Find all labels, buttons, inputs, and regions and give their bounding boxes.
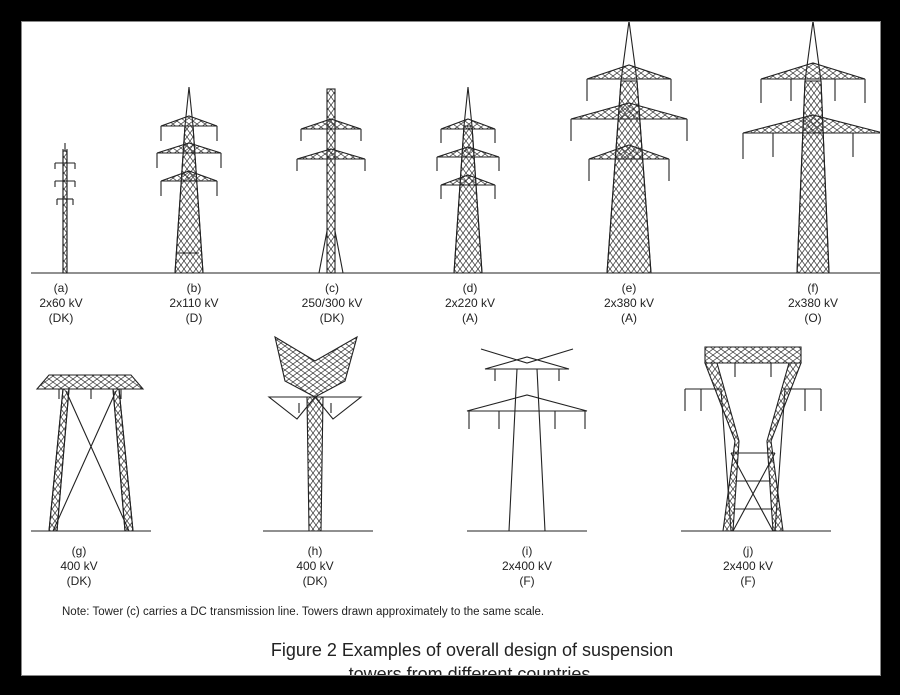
caption-letter: (a) [53, 281, 69, 295]
caption-voltage: 2x220 kV [444, 296, 496, 310]
caption-letter: (e) [621, 281, 637, 295]
caption-country: (F) [740, 574, 756, 588]
tower-j [684, 346, 822, 532]
tower-d [436, 86, 500, 274]
towers-drawing [31, 22, 880, 532]
caption-voltage: 400 kV [60, 559, 98, 573]
caption-c: (c) 250/300 kV (DK) [272, 281, 392, 326]
caption-j: (j) 2x400 kV (F) [688, 544, 808, 589]
caption-letter: (c) [325, 281, 339, 295]
figure-title-line2: towers from different countries. [348, 664, 596, 676]
caption-voltage: 2x400 kV [501, 559, 553, 573]
caption-country: (DK) [66, 574, 92, 588]
caption-voltage: 2x400 kV [722, 559, 774, 573]
tower-a [54, 143, 76, 274]
caption-country: (DK) [302, 574, 328, 588]
caption-letter: (f) [807, 281, 819, 295]
caption-letter: (d) [462, 281, 478, 295]
caption-letter: (g) [71, 544, 87, 558]
figure-canvas: (a) 2x60 kV (DK) (b) 2x110 kV (D) (c) 25… [21, 21, 881, 676]
caption-h: (h) 400 kV (DK) [255, 544, 375, 589]
caption-letter: (i) [521, 544, 533, 558]
caption-a: (a) 2x60 kV (DK) [22, 281, 121, 326]
caption-voltage: 2x380 kV [787, 296, 839, 310]
caption-voltage: 400 kV [296, 559, 334, 573]
tower-b [156, 86, 222, 274]
caption-country: (A) [462, 311, 478, 325]
caption-voltage: 250/300 kV [301, 296, 363, 310]
caption-country: (D) [185, 311, 203, 325]
tower-e [570, 22, 688, 274]
caption-letter: (h) [307, 544, 323, 558]
caption-g: (g) 400 kV (DK) [22, 544, 139, 589]
tower-i [466, 348, 588, 532]
tower-g [35, 374, 145, 532]
caption-country: (A) [621, 311, 637, 325]
caption-d: (d) 2x220 kV (A) [410, 281, 530, 326]
tower-h [267, 335, 363, 532]
caption-voltage: 2x60 kV [39, 296, 83, 310]
caption-voltage: 2x380 kV [603, 296, 655, 310]
tower-c [296, 88, 366, 274]
tower-f [742, 22, 880, 274]
caption-country: (DK) [319, 311, 345, 325]
figure-title-line1: Figure 2 Examples of overall design of s… [270, 640, 674, 660]
caption-country: (O) [804, 311, 822, 325]
caption-letter: (j) [742, 544, 754, 558]
figure-note: Note: Tower (c) carries a DC transmissio… [62, 606, 545, 618]
figure-title: Figure 2 Examples of overall design of s… [172, 638, 772, 676]
caption-letter: (b) [186, 281, 202, 295]
caption-voltage: 2x110 kV [169, 296, 219, 310]
caption-b: (b) 2x110 kV (D) [134, 281, 254, 326]
caption-i: (i) 2x400 kV (F) [467, 544, 587, 589]
caption-country: (F) [519, 574, 535, 588]
caption-country: (DK) [48, 311, 74, 325]
caption-f: (f) 2x380 kV (O) [753, 281, 873, 326]
outer-frame: (a) 2x60 kV (DK) (b) 2x110 kV (D) (c) 25… [6, 6, 894, 689]
caption-e: (e) 2x380 kV (A) [569, 281, 689, 326]
